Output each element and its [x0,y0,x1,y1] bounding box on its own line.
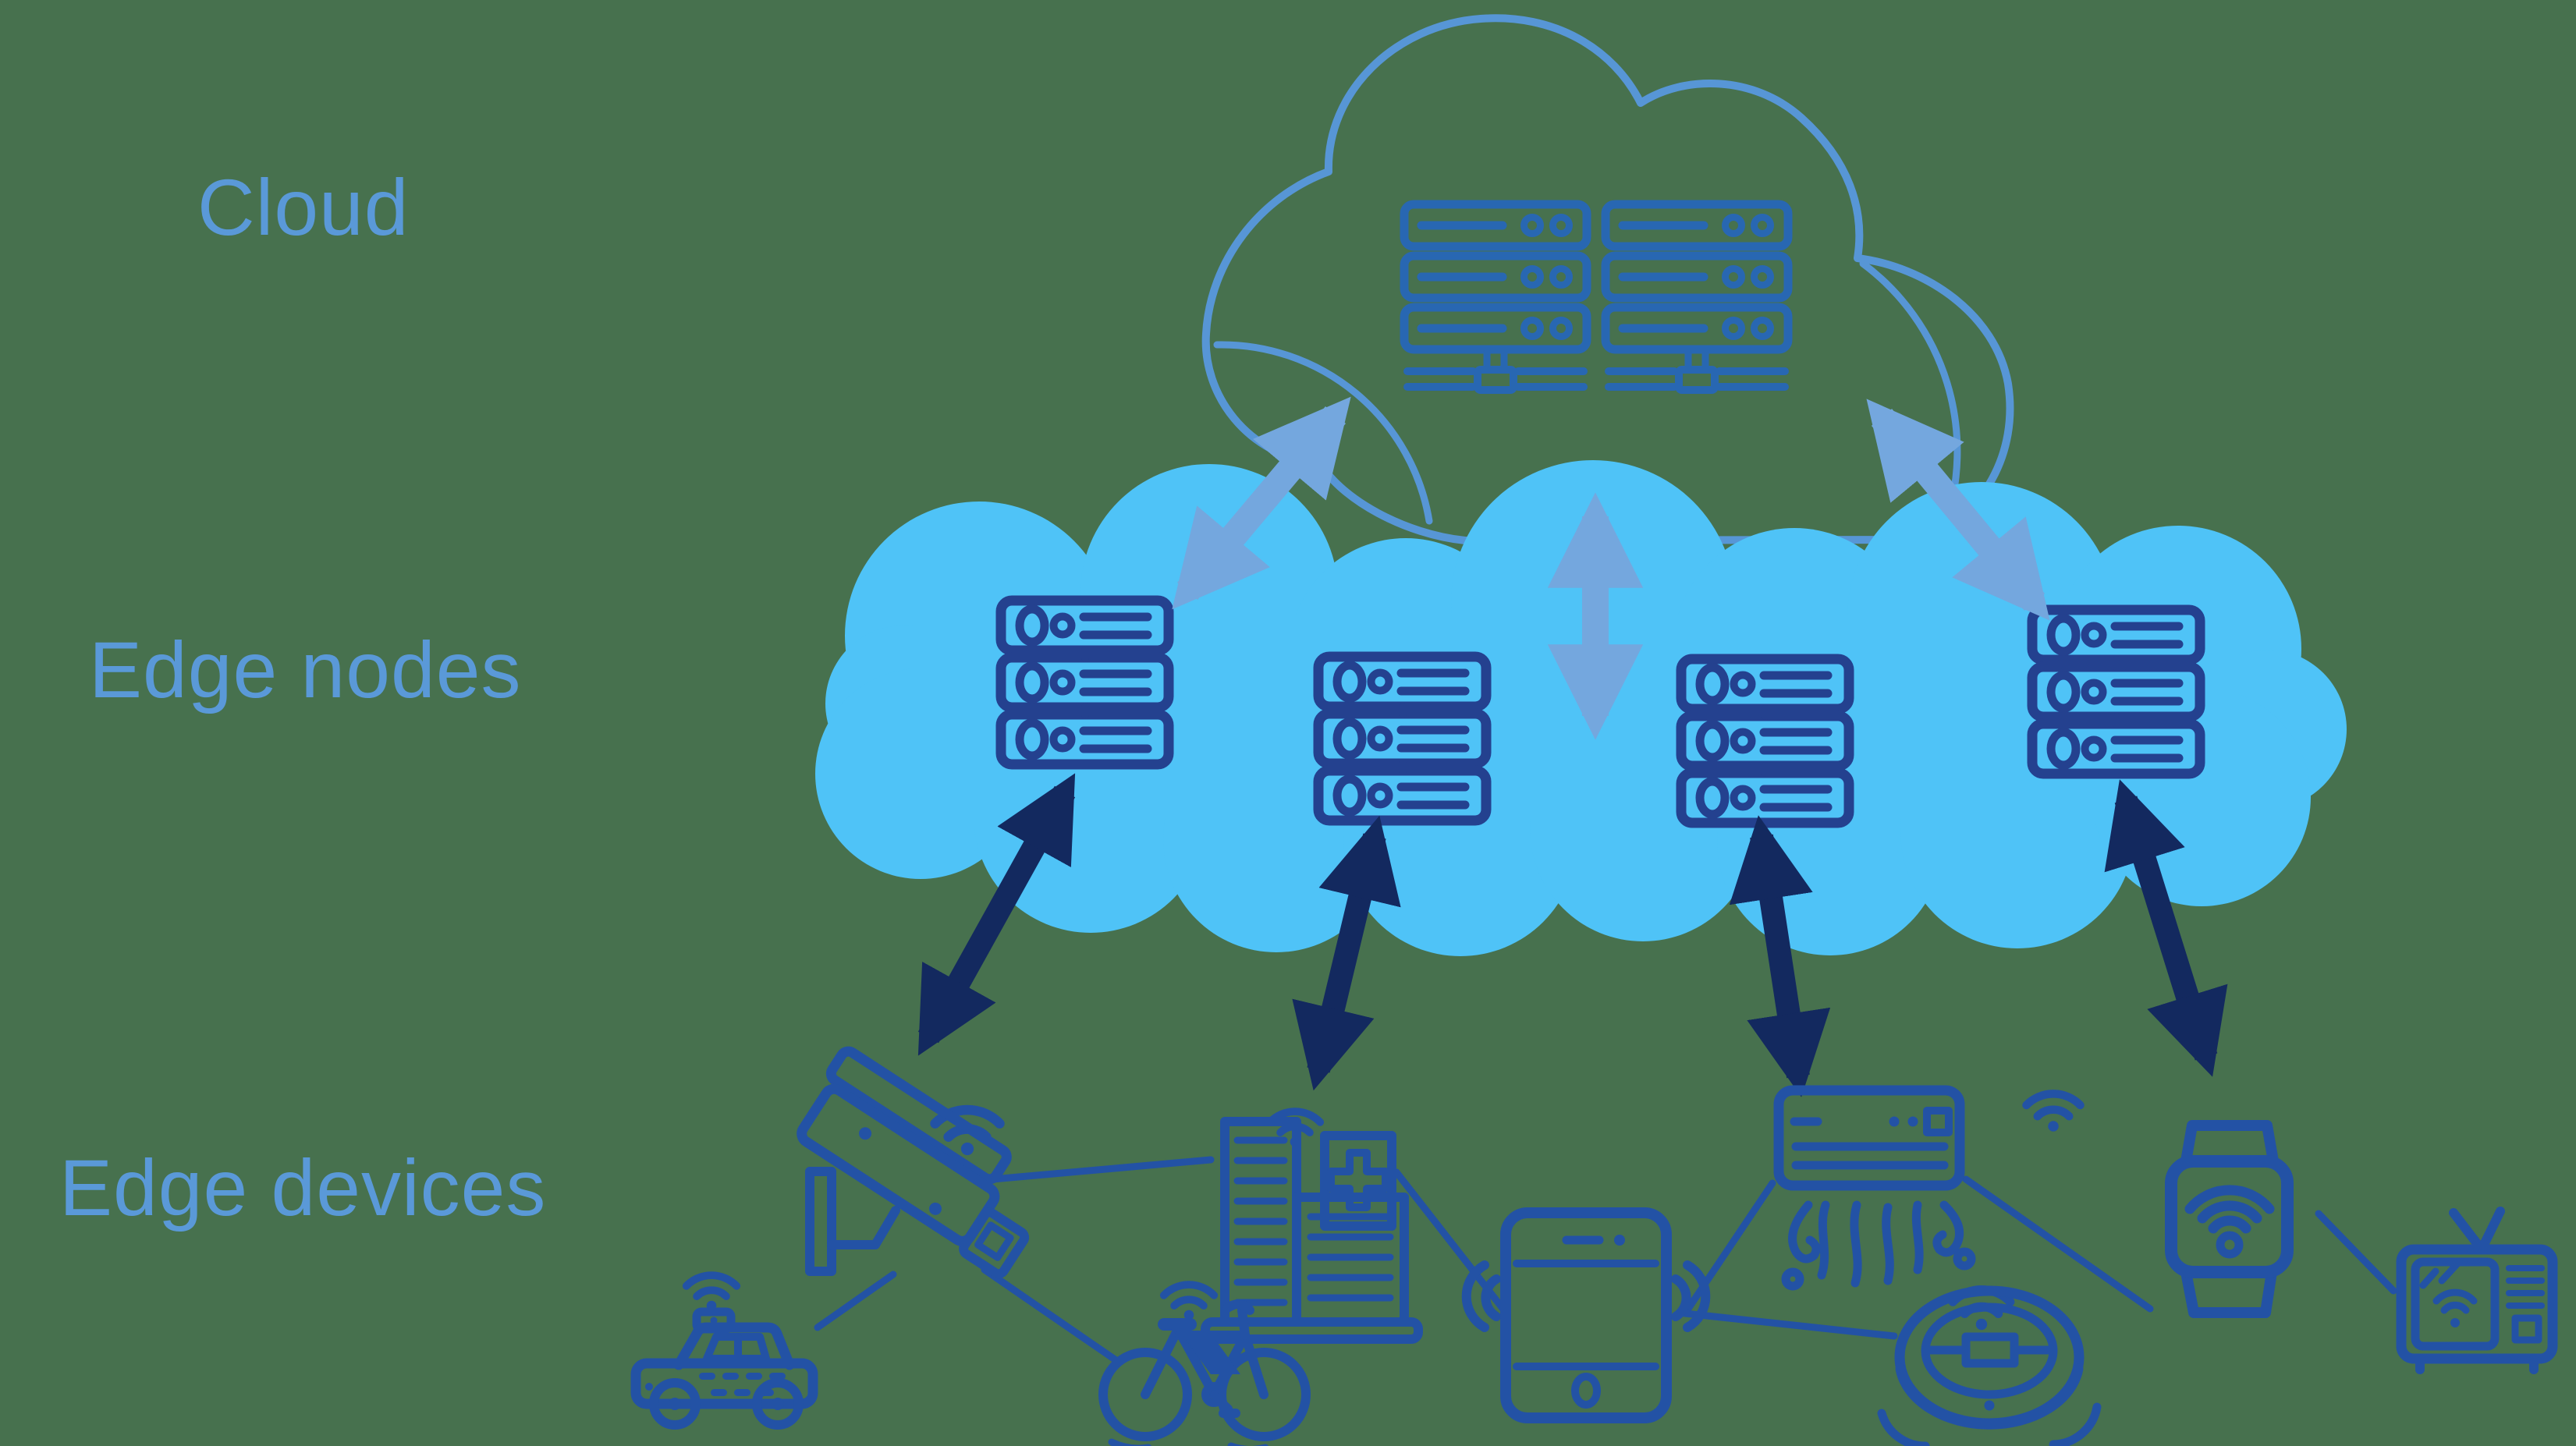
robot-vacuum-icon [1877,1290,2102,1446]
cloud-datacenter-icon [1404,204,1788,390]
police-car-icon [630,1275,818,1430]
watch-wifi-icon [2184,1185,2275,1259]
edge-devices-layer-label: Edge devices [59,1143,547,1232]
cloud-edge-arrows [1172,396,2050,740]
medical-cross-icon [1327,1149,1389,1211]
hospital-tower-windows [1233,1136,1288,1306]
cloud-edge-arrow-right [1866,399,2050,621]
cloud-layer-label: Cloud [197,163,410,252]
edge-device-arrow-1 [917,773,1076,1056]
cloud-edge-arrow-left [1172,396,1351,610]
edge-device-arrow-4 [2104,779,2228,1077]
cloud-server-rack-left [1404,204,1587,390]
air-conditioner-icon [1773,1085,2081,1291]
tv-wifi-icon [2432,1288,2478,1327]
edge-device-arrow-2 [1292,815,1401,1091]
edge-device-arrow-3 [1729,815,1831,1097]
airflow-icon [1781,1200,1976,1291]
cctv-camera-icon [797,1046,1030,1279]
device-network-links [814,1156,2397,1365]
car-checker-dashes [699,1373,786,1396]
cloud-server-rack-right [1606,204,1788,390]
tv-side-panel [2506,1265,2545,1344]
signal-waves-icon [1461,1260,1711,1332]
hospital-building-icon [1201,1111,1423,1344]
smartphone-icon [1461,1207,1711,1423]
retro-tv-icon [2396,1207,2558,1374]
smartwatch-icon [2165,1120,2294,1318]
hospital-building-windows [1307,1213,1394,1302]
edge-nodes-layer-label: Edge nodes [89,626,522,714]
edge-device-arrows [917,773,2228,1097]
bicycle-icon [1098,1285,1311,1446]
